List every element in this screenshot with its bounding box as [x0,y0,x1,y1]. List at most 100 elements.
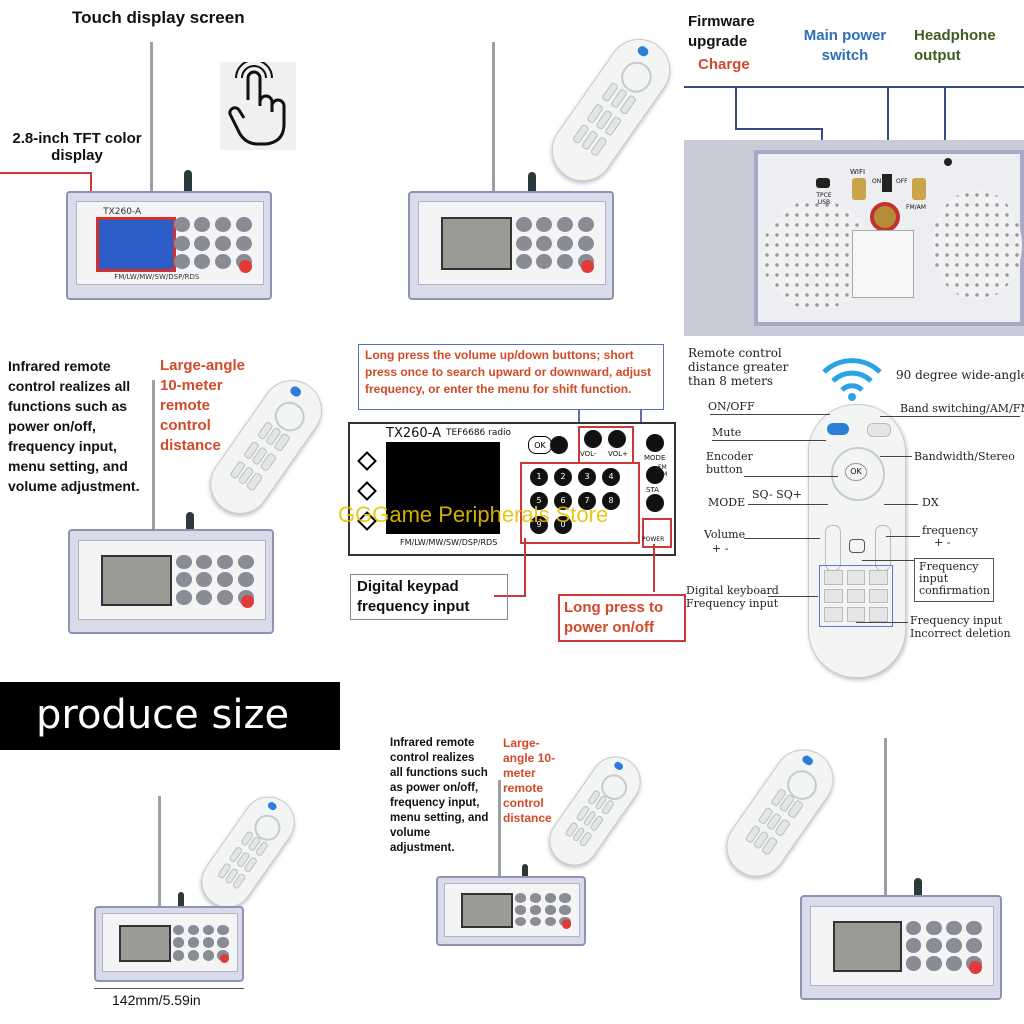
vol-plus-label: VOL+ [608,450,628,458]
remote-diagram-body: OK [808,404,906,678]
headphone-jack [944,158,952,166]
radio-model: TX260-A [103,207,142,218]
distance-label: Remote control distance greater than 8 m… [688,346,789,388]
antenna-connector [870,202,900,232]
remote-range-text-small: Large-angle 10-meter remote control dist… [503,736,556,825]
mode-label: MODE [644,454,666,462]
remote-range-text: Large-angle 10-meter remote control dist… [160,357,246,454]
power-switch-label: Main power switch [803,27,887,64]
touch-title: Touch display screen [72,8,245,27]
confirm-label: Frequency input confirmation [919,560,991,597]
dx-leader [884,504,918,505]
bandwidth-label: Bandwidth/Stereo [914,450,1015,463]
wifi-port [852,178,866,200]
usb-label: TPCE USB [816,192,832,206]
key-3: 3 [578,468,596,486]
charge-label: Charge [698,56,750,73]
key-2: 2 [554,468,572,486]
on-off-leader [710,414,830,415]
produce-size-banner: produce size [0,682,340,750]
delete-leader [856,622,908,623]
sta-button [646,494,664,512]
vol-minus-button [584,430,602,448]
fm-am-label: FM/AM [906,204,926,211]
power-label-small: POWER [642,536,665,543]
keypad-label: Digital keypad frequency input [350,574,508,620]
off-label: OFF [896,178,908,185]
wireless-icon [820,356,884,402]
confirm-label-box: Frequency input confirmation [914,558,994,602]
power-box [642,518,672,548]
bandwidth-leader [880,456,912,457]
vol-minus-label: VOL- [580,450,597,458]
radio-unit-top-middle [408,42,614,300]
key-1: 1 [530,468,548,486]
keyboard-label: Digital keyboard Frequency input [686,584,779,610]
encoder-leader [744,476,838,477]
tft-pointer-line [0,172,92,174]
keyboard-leader [768,596,818,597]
on-label: ON [872,178,882,185]
spec-label [852,230,914,298]
headphone-label: Headphone output [914,27,996,64]
touch-hand-icon [220,59,296,150]
radio-unit-touch: TX260-A FM/LW/MW/SW/DSP/RDS [66,42,272,300]
fm-am-button [646,466,664,484]
rear-speaker-right [932,190,1022,300]
vol-leader-2 [640,410,642,428]
tft-display-label: 2.8-inch TFT color display [12,130,142,164]
remote-desc-text: Infrared remote control realizes all fun… [8,358,140,494]
vol-plus-button [608,430,626,448]
rear-case: TPCE USB WIFI ON OFF FM/AM [684,140,1024,336]
rear-leader-1 [735,86,737,130]
mode-button [646,434,664,452]
dx-label: DX [922,496,939,509]
mode-leader [748,504,828,505]
mute-label: Mute [712,426,742,439]
band-leader [880,416,1020,417]
firmware-label: Firmware upgrade [688,13,755,50]
encoder-label: Encoder button [706,450,753,476]
confirm-leader [862,560,914,561]
volume-label: Volume [704,528,746,541]
store-watermark: GGGame Peripherals Store [338,502,609,527]
volume-leader [744,538,820,539]
key-9: 9 [530,516,548,534]
vol-leader [578,410,580,428]
radio-unit-bottom-middle [436,780,586,946]
panel-screen [386,442,500,534]
frequency-leader [886,536,920,537]
keypad-leader [524,538,526,596]
remote-desc-text-small: Infrared remote control realizes all fun… [390,737,489,854]
sta-label: STA [646,486,659,494]
fm-am-label: FM AM [658,464,668,478]
radio-unit-bottom-left [94,796,244,982]
rear-leader-2 [887,86,889,176]
longpress-volume-callout: Long press the volume up/down buttons; s… [358,344,664,410]
panel-model: TX260-A [386,426,441,441]
dimension-line [94,988,244,989]
dimension-label: 142mm/5.59in [112,992,201,1008]
mode-label-remote: MODE [708,496,746,509]
panel-side-icon-1 [357,451,377,471]
on-off-label: ON/OFF [708,400,755,413]
radio-unit-middle-left [68,380,274,634]
panel-bands: FM/LW/MW/SW/DSP/RDS [400,538,498,547]
mute-leader [712,440,826,441]
keypad-box [520,462,640,544]
usb-port [816,178,830,188]
sq-label: SQ- SQ+ [752,488,802,501]
frequency-pm-label: + - [934,536,951,549]
ok-button: OK [528,436,552,454]
power-label: Long press to power on/off [558,594,686,642]
fm-am-port [912,178,926,200]
radio-bands: FM/LW/MW/SW/DSP/RDS [114,272,200,281]
key-6: 6 [554,492,572,510]
frequency-label: frequency [922,524,978,537]
volume-pm-label: + - [712,542,729,555]
remote-keypad-box [819,565,893,627]
rear-leader-1b [735,128,823,130]
delete-label: Frequency input Incorrect deletion [910,614,1011,640]
produce-size-text: produce size [36,692,290,738]
key-4: 4 [602,468,620,486]
